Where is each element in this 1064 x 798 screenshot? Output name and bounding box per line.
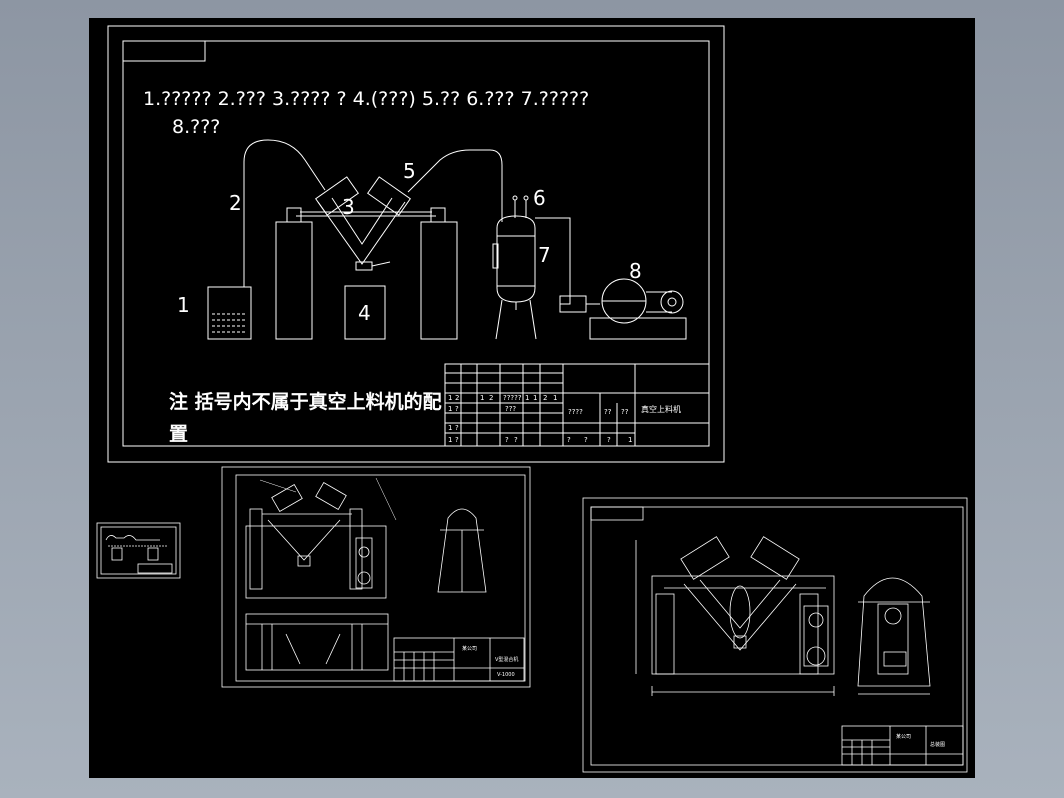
right-bearing	[430, 207, 446, 223]
legend-line-2: 8.???	[172, 116, 220, 138]
sheet-2[interactable]: 某公司 V型混合机 V-1000	[221, 466, 531, 688]
sheet-3-front-view	[635, 536, 835, 696]
tb-c1: ?	[455, 424, 459, 432]
legend-line-1: 1.????? 2.??? 3.???? ? 4.(???) 5.?? 6.??…	[143, 88, 589, 110]
note-line-2: 置	[169, 423, 188, 445]
tb-b5: ??	[621, 408, 629, 416]
tb-d3: ?	[514, 436, 518, 444]
left-bearing	[286, 207, 302, 223]
tb-c0: 1	[448, 424, 452, 432]
vacuum-pump-8	[559, 278, 687, 340]
container-1	[207, 286, 252, 340]
tb-d2: ?	[505, 436, 509, 444]
tb-a0: 1	[448, 394, 452, 402]
sheet-2-title-block	[393, 637, 525, 682]
sheet-2-front-view	[245, 477, 397, 599]
sheet-1[interactable]: 1.????? 2.??? 3.???? ? 4.(???) 5.?? 6.??…	[107, 25, 725, 463]
note-line-1: 注 括号内不属于真空上料机的配	[169, 390, 442, 413]
callout-8: 8	[629, 259, 642, 283]
thumbnail-sketch-box-1	[111, 547, 123, 561]
v-mixer-3	[315, 176, 411, 271]
sheet-1-inner-frame	[122, 40, 710, 447]
sheet-3-outer-frame	[582, 497, 968, 773]
sheet-2-base-view	[245, 613, 389, 671]
tb-b2: ???	[505, 405, 516, 413]
tb-a7: 2	[543, 394, 547, 402]
sheet-1-outer-frame	[107, 25, 725, 463]
tb-a5: 1	[525, 394, 529, 402]
sheet-1-corner-box	[122, 40, 206, 62]
suction-hose-2	[243, 139, 326, 287]
tb-product-name: 真空上料机	[641, 404, 681, 414]
sheet-2-code: V-1000	[497, 672, 515, 678]
thumbnail-inner	[100, 526, 177, 575]
tb-b3: ????	[568, 408, 583, 416]
model-space	[89, 18, 975, 778]
callout-4: 4	[358, 301, 371, 325]
tb-d5: ?	[584, 436, 588, 444]
title-block-cells: 1 2 1 2 ????? 1 1 2 1 1 ? ??? ???? ?? ??…	[448, 394, 681, 444]
tb-d4: ?	[567, 436, 571, 444]
tb-a4: ?????	[503, 394, 522, 402]
tb-b0: 1	[448, 405, 452, 413]
tb-a6: 1	[533, 394, 537, 402]
sheet-3-side-view	[857, 577, 931, 695]
valve-6	[512, 195, 529, 218]
tb-a2: 1	[480, 394, 484, 402]
sheet-3[interactable]: 某公司 总装图	[582, 497, 968, 773]
sheet-3-company: 某公司	[896, 734, 911, 740]
sheet-2-drawing-name: V型混合机	[495, 656, 518, 663]
vacuum-line-5	[407, 149, 503, 222]
tb-a3: 2	[489, 394, 493, 402]
sheet-1-title-block	[444, 363, 710, 447]
thumbnail-sketch-top	[105, 535, 160, 541]
tb-a1: 2	[455, 394, 459, 402]
tb-d1: ?	[455, 436, 459, 444]
callout-3: 3	[342, 195, 355, 219]
tb-b1: ?	[455, 405, 459, 413]
thumbnail-title-block	[137, 563, 173, 574]
tb-b4: ??	[604, 408, 612, 416]
sheet-3-drawing-name: 总装图	[930, 741, 945, 748]
callout-7: 7	[538, 243, 551, 267]
callout-2: 2	[229, 191, 242, 215]
thumbnail-sketch-box-2	[147, 547, 159, 561]
sheet-2-company: 某公司	[462, 646, 477, 652]
tb-d6: ?	[607, 436, 611, 444]
sheet-2-side-view	[437, 508, 487, 593]
callout-1: 1	[177, 293, 190, 317]
tb-d7: 1	[628, 436, 632, 444]
filter-hopper-7	[492, 215, 537, 340]
receiving-bin-4	[344, 285, 386, 340]
pipe-to-pump	[535, 217, 571, 305]
sheet-2-inner-frame	[235, 474, 526, 682]
tb-d0: 1	[448, 436, 452, 444]
thumbnail-sheet[interactable]	[96, 522, 181, 579]
sheet-3-inner-frame	[590, 506, 964, 766]
callout-6: 6	[533, 186, 546, 210]
sheet-3-corner-box	[590, 506, 644, 521]
sheet-3-title-block	[841, 725, 964, 766]
thumbnail-frame	[96, 522, 181, 579]
tb-a8: 1	[553, 394, 557, 402]
sheet-2-outer-frame	[221, 466, 531, 688]
callout-5: 5	[403, 159, 416, 183]
